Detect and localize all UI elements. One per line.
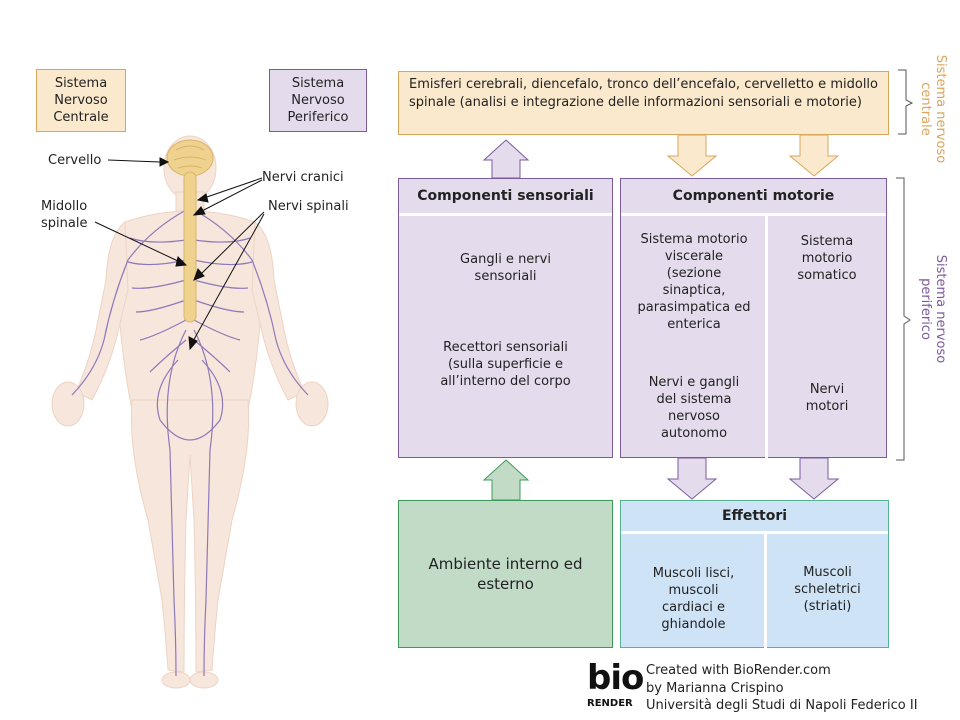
- sensory-components-box: Componenti sensoriali Gangli e nervi sen…: [398, 178, 613, 458]
- label-spinal-cord: Midollo spinale: [41, 199, 88, 231]
- brain-and-spinal-cord: [166, 139, 214, 323]
- effectors-divider: [764, 534, 767, 648]
- sensory-receptors: Recettori sensoriali (sulla superficie e…: [440, 340, 571, 389]
- label-brain: Cervello: [48, 153, 102, 168]
- anatomy-pointer-arrows: [94, 157, 265, 351]
- arrow-environment-to-sensory: [482, 459, 530, 501]
- brace-peripheral: [896, 177, 911, 461]
- arrow-motor-to-effectors-right: [788, 457, 840, 500]
- motor-autonomic-nerves: Nervi e gangli del sistema nervoso auton…: [648, 375, 740, 441]
- effectors-skeletal-muscles: Muscoli scheletrici (striati): [794, 565, 861, 614]
- cns-components-box: Emisferi cerebrali, diencefalo, tronco d…: [398, 71, 889, 135]
- motor-components-box: Componenti motorie Sistema motorio visce…: [620, 178, 887, 458]
- side-label-central: Sistema nervoso centrale: [917, 54, 948, 164]
- credit-line-1: Created with BioRender.com: [646, 663, 831, 678]
- environment-box: Ambiente interno ed esterno: [398, 500, 613, 648]
- credit-line-2: by Marianna Crispino: [646, 680, 784, 696]
- side-label-peripheral-wrap: Sistema nervoso periferico: [873, 255, 960, 363]
- motor-title: Componenti motorie: [621, 179, 886, 216]
- biorender-logo-bio: bio: [587, 658, 644, 698]
- legend-peripheral-nervous-system: Sistema Nervoso Periferico: [269, 69, 367, 132]
- motor-somatic: Sistema motorio somatico: [797, 234, 857, 283]
- side-label-central-wrap: Sistema nervoso centrale: [873, 55, 960, 163]
- effectors-title: Effettori: [621, 501, 888, 534]
- arrow-cns-to-motor-right: [788, 134, 840, 177]
- effectors-smooth-muscles: Muscoli lisci, muscoli cardiaci e ghiand…: [652, 566, 735, 632]
- motor-visceral: Sistema motorio viscerale (sezione sinap…: [637, 232, 751, 332]
- body-silhouette: [51, 135, 329, 689]
- motor-divider: [765, 216, 768, 458]
- credit-line-3: Università degli Studi di Napoli Federic…: [646, 698, 918, 713]
- legend-central-nervous-system: Sistema Nervoso Centrale: [36, 69, 126, 132]
- cns-description: Emisferi cerebrali, diencefalo, tronco d…: [409, 77, 878, 110]
- body-illustration: [51, 135, 329, 689]
- brace-central: [898, 69, 914, 135]
- arrow-motor-to-effectors-left: [666, 457, 718, 500]
- biorender-logo: bio RENDER: [587, 658, 644, 716]
- side-label-peripheral: Sistema nervoso periferico: [917, 254, 948, 364]
- label-spinal-nerves: Nervi spinali: [268, 199, 349, 214]
- arrow-sensory-to-cns: [482, 139, 530, 179]
- sensory-title: Componenti sensoriali: [399, 179, 612, 216]
- effectors-box: Effettori Muscoli lisci, muscoli cardiac…: [620, 500, 889, 648]
- arrow-cns-to-motor-left: [666, 134, 718, 177]
- motor-nerves: Nervi motori: [805, 382, 849, 414]
- label-cranial-nerves: Nervi cranici: [262, 170, 344, 185]
- biorender-logo-render: RENDER: [587, 698, 633, 709]
- credit-text: Created with BioRender.com by Marianna C…: [646, 662, 918, 715]
- nerve-network: [71, 209, 309, 677]
- sensory-ganglia: Gangli e nervi sensoriali: [460, 252, 551, 284]
